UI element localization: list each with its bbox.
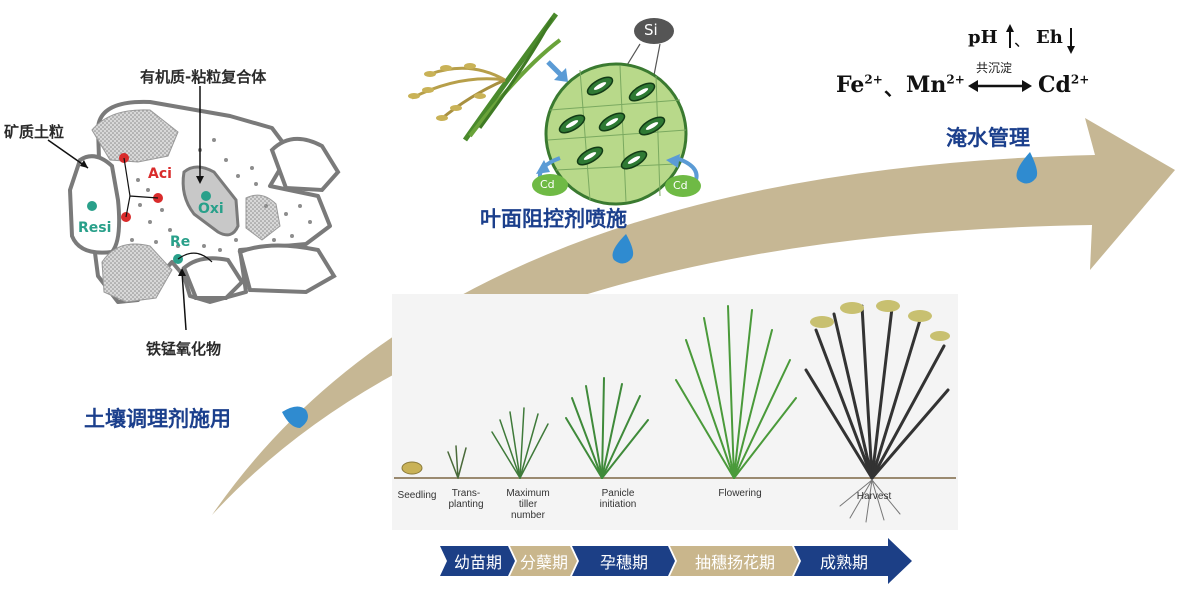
cd-label-left: Cd [540, 178, 555, 191]
eh-label: Eh [1036, 27, 1063, 48]
mn-ion: Mn2+ [906, 72, 965, 98]
label-fe-mn-oxide: 铁锰氧化物 [146, 340, 222, 358]
hatched-particle-top [91, 109, 179, 163]
stage-seedling: 幼苗期 [453, 553, 502, 572]
drop-marker-water [1016, 152, 1038, 184]
rice-plants [401, 300, 950, 523]
coprecipitation-label: 共沉淀 [976, 61, 1013, 75]
stage-bar-4-bg [670, 546, 799, 576]
fraction-resi: Resi [78, 220, 112, 236]
stage-tillering: 分蘖期 [519, 553, 568, 572]
label-mineral-particle: 矿质土粒 [4, 123, 65, 141]
si-label: Si [644, 21, 658, 39]
stage-booting: 孕穗期 [599, 553, 648, 572]
drop-marker-soil [282, 406, 308, 428]
ph-eh-separator: 、 [1014, 31, 1031, 50]
pointer-mineral [47, 139, 89, 169]
rice-panicle-illustration [408, 12, 562, 142]
cd-badge-right [665, 175, 701, 197]
cd-badge-left [532, 174, 568, 196]
stage-en-seedling: Seedling [397, 490, 437, 501]
particle-right-bottom [237, 243, 337, 295]
leaf-cell-magnified [544, 62, 688, 206]
stage-en-harvest: Harvest [856, 491, 892, 502]
fe-mn-separator: 、 [884, 76, 904, 100]
particle-bottom-mid [181, 256, 245, 300]
cd-return-arrow-right [675, 156, 699, 181]
main-curved-arrow [212, 118, 1175, 515]
fraction-re: Re [170, 234, 191, 250]
stage-bar-1-bg [440, 546, 515, 576]
particle-right-top [269, 137, 341, 193]
cd-label-right: Cd [673, 179, 688, 192]
hatched-particle-right [245, 194, 281, 241]
pointer-femn [181, 271, 187, 331]
resi-marker [87, 201, 97, 211]
drop-marker-foliar [612, 234, 634, 264]
zoom-arrow [546, 60, 564, 78]
soil-grains [130, 138, 312, 252]
fraction-oxi: Oxi [198, 201, 224, 217]
hatched-particle-bottom [101, 243, 173, 303]
fraction-aci: Aci [148, 166, 172, 182]
stage-en-flowering: Flowering [718, 488, 762, 499]
oxi-marker [201, 191, 211, 201]
label-organic-clay-complex: 有机质-粘粒复合体 [140, 68, 267, 86]
stage-bar-5-bg [794, 538, 912, 584]
soil-aggregate-illustration [47, 86, 341, 331]
cd-ion: Cd2+ [1038, 72, 1090, 98]
flooding-management-title: 淹水管理 [946, 126, 1030, 150]
si-badge [634, 18, 674, 44]
stage-bar-3-bg [572, 546, 675, 576]
stage-heading-flowering: 抽穗扬花期 [694, 553, 775, 572]
stage-maturity: 成熟期 [819, 553, 868, 572]
soil-amendment-title: 土壤调理剂施用 [84, 407, 231, 431]
foliar-spray-title: 叶面阻控剂喷施 [480, 207, 627, 231]
ph-label: pH [968, 27, 998, 48]
stage-en-transplanting: Trans-planting [448, 488, 484, 510]
fe-ion: Fe2+ [836, 72, 883, 98]
stage-bar-2-bg [510, 546, 577, 576]
